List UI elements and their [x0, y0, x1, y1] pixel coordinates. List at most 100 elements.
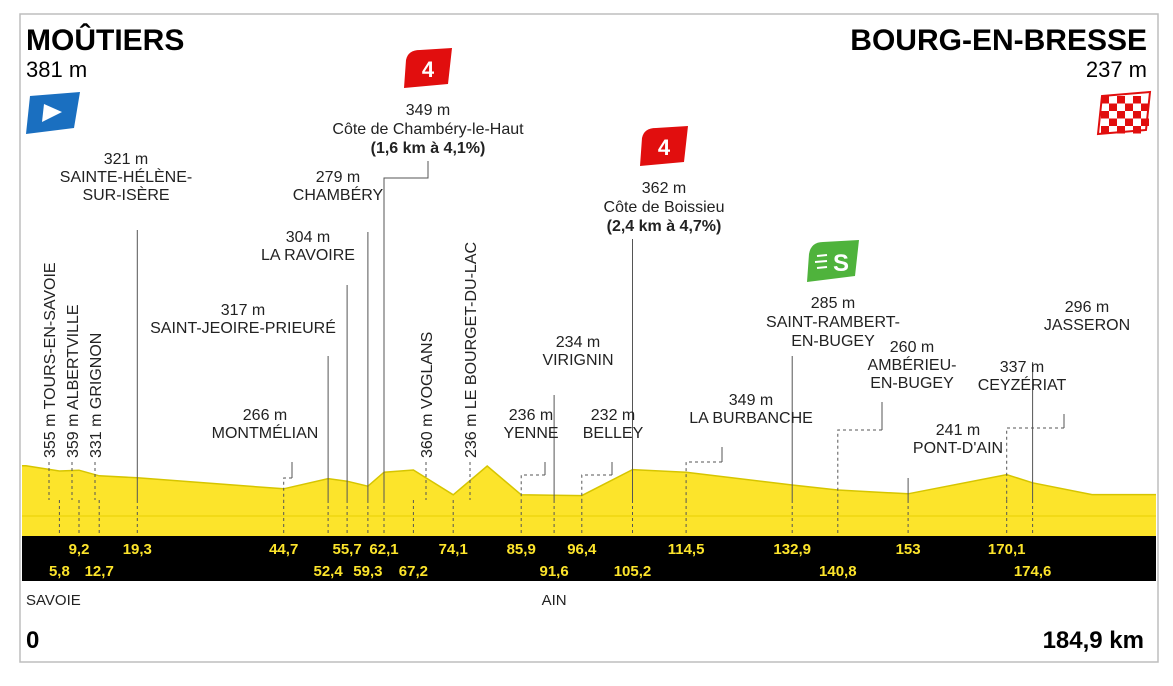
finish-flag-check	[1133, 111, 1141, 119]
km-marker-label: 52,4	[313, 563, 343, 580]
waypoint-label: 236 m LE BOURGET-DU-LAC	[463, 242, 480, 458]
sprint-label: S	[833, 250, 849, 277]
finish-flag-check	[1117, 96, 1125, 104]
sprint-icon: S	[807, 240, 859, 282]
finish-flag-check	[1125, 103, 1133, 111]
km-marker-label: 153	[896, 541, 921, 558]
km-marker-label: 132,9	[773, 541, 811, 558]
finish-flag-check	[1101, 96, 1109, 104]
waypoint-altitude: 304 m	[286, 229, 330, 246]
waypoint-name: BELLEY	[583, 425, 644, 442]
km-marker-label: 55,7	[332, 541, 361, 558]
waypoint-leader-line	[1006, 427, 1064, 500]
km-marker-label: 62,1	[369, 541, 398, 558]
sprint-altitude: 285 m	[811, 295, 855, 312]
waypoint-label: 355 m TOURS-EN-SAVOIE	[42, 262, 59, 458]
waypoint-name: MONTMÉLIAN	[212, 423, 319, 442]
start-flag-icon	[26, 92, 80, 134]
finish-flag-check	[1109, 103, 1117, 111]
region-label: AIN	[542, 592, 567, 609]
finish-flag-check	[1133, 126, 1141, 134]
checkered-flag-icon	[1096, 90, 1152, 136]
sprint-name: SAINT-RAMBERT-	[766, 314, 900, 331]
waypoint-altitude: 349 m	[729, 392, 773, 409]
waypoint-altitude: 266 m	[243, 407, 287, 424]
waypoint-name-line2: EN-BUGEY	[870, 375, 954, 392]
km-marker-label: 114,5	[668, 541, 705, 558]
finish-town: BOURG-EN-BRESSE	[850, 24, 1147, 57]
km-marker-label: 105,2	[614, 563, 652, 580]
waypoint-name: YENNE	[503, 425, 558, 442]
finish-flag-check	[1125, 118, 1133, 126]
waypoint-leader-line	[520, 474, 545, 500]
waypoint-altitude: 321 m	[104, 151, 148, 168]
finish-flag-check	[1117, 126, 1125, 134]
climb-category: 4	[422, 57, 435, 82]
climb-altitude: 349 m	[406, 102, 450, 119]
km-marker-label: 74,1	[439, 541, 468, 558]
waypoint-altitude: 241 m	[936, 422, 980, 439]
climb-name: Côte de Chambéry-le-Haut	[332, 121, 524, 138]
waypoint-label: 359 m ALBERTVILLE	[65, 304, 82, 458]
waypoint-altitude: 232 m	[591, 407, 635, 424]
elevation-profile-area	[22, 465, 1156, 536]
waypoint-name: SAINT-JEOIRE-PRIEURÉ	[150, 318, 336, 337]
waypoint-name: AMBÉRIEU-	[868, 355, 957, 374]
km-marker-label: 85,9	[507, 541, 536, 558]
sprint-name-line2: EN-BUGEY	[791, 333, 875, 350]
distance-axis-band	[22, 536, 1156, 581]
km-marker-label: 91,6	[539, 563, 568, 580]
start-altitude: 381 m	[26, 57, 87, 82]
waypoint-name: CEYZÉRIAT	[978, 375, 1067, 394]
climb-category-icon: 4	[404, 48, 452, 88]
waypoint-altitude: 260 m	[890, 339, 934, 356]
waypoint-altitude: 317 m	[221, 302, 265, 319]
climb-category-icon: 4	[640, 126, 688, 166]
km-marker-label: 67,2	[399, 563, 428, 580]
climb-altitude: 362 m	[642, 180, 686, 197]
finish-flag-check	[1109, 118, 1117, 126]
climb-leader-line	[383, 161, 429, 500]
region-label: SAVOIE	[26, 592, 81, 609]
waypoint-label: 360 m VOGLANS	[419, 332, 436, 458]
km-marker-label: 174,6	[1014, 563, 1052, 580]
km-marker-label: 44,7	[269, 541, 298, 558]
waypoint-altitude: 279 m	[316, 169, 360, 186]
waypoint-name: VIRIGNIN	[542, 352, 613, 369]
km-marker-label: 12,7	[85, 563, 114, 580]
distance-total: 184,9 km	[1043, 627, 1144, 654]
finish-flag-check	[1133, 96, 1141, 104]
waypoint-name: LA BURBANCHE	[689, 410, 813, 427]
waypoint-label: 331 m GRIGNON	[88, 333, 105, 458]
climb-category: 4	[658, 135, 671, 160]
climb-detail: (2,4 km à 4,7%)	[607, 218, 722, 235]
waypoint-name-line2: SUR-ISÈRE	[82, 185, 169, 204]
km-marker-label: 170,1	[988, 541, 1026, 558]
waypoint-name: SAINTE-HÉLÈNE-	[60, 167, 192, 186]
distance-start: 0	[26, 627, 39, 654]
waypoint-leader-line	[283, 477, 292, 500]
finish-flag-check	[1141, 103, 1149, 111]
waypoint-altitude: 234 m	[556, 334, 600, 351]
waypoint-leader-line	[837, 429, 882, 500]
km-marker-label: 5,8	[49, 563, 70, 580]
waypoint-leader-line	[581, 474, 612, 500]
waypoint-leader-line	[685, 461, 722, 500]
waypoint-name: LA RAVOIRE	[261, 247, 355, 264]
km-marker-label: 19,3	[123, 541, 152, 558]
waypoint-altitude: 296 m	[1065, 299, 1109, 316]
waypoint-name: CHAMBÉRY	[293, 185, 384, 204]
finish-altitude: 237 m	[1086, 57, 1147, 82]
finish-flag-check	[1101, 111, 1109, 119]
km-marker-label: 59,3	[353, 563, 382, 580]
waypoint-name: PONT-D'AIN	[913, 440, 1003, 457]
start-town: MOÛTIERS	[26, 23, 184, 57]
finish-flag-check	[1141, 118, 1149, 126]
finish-flag-check	[1117, 111, 1125, 119]
km-marker-label: 9,2	[69, 541, 90, 558]
finish-flag-check	[1101, 126, 1109, 134]
km-marker-label: 96,4	[567, 541, 597, 558]
waypoint-name: JASSERON	[1044, 317, 1130, 334]
waypoint-altitude: 337 m	[1000, 359, 1044, 376]
